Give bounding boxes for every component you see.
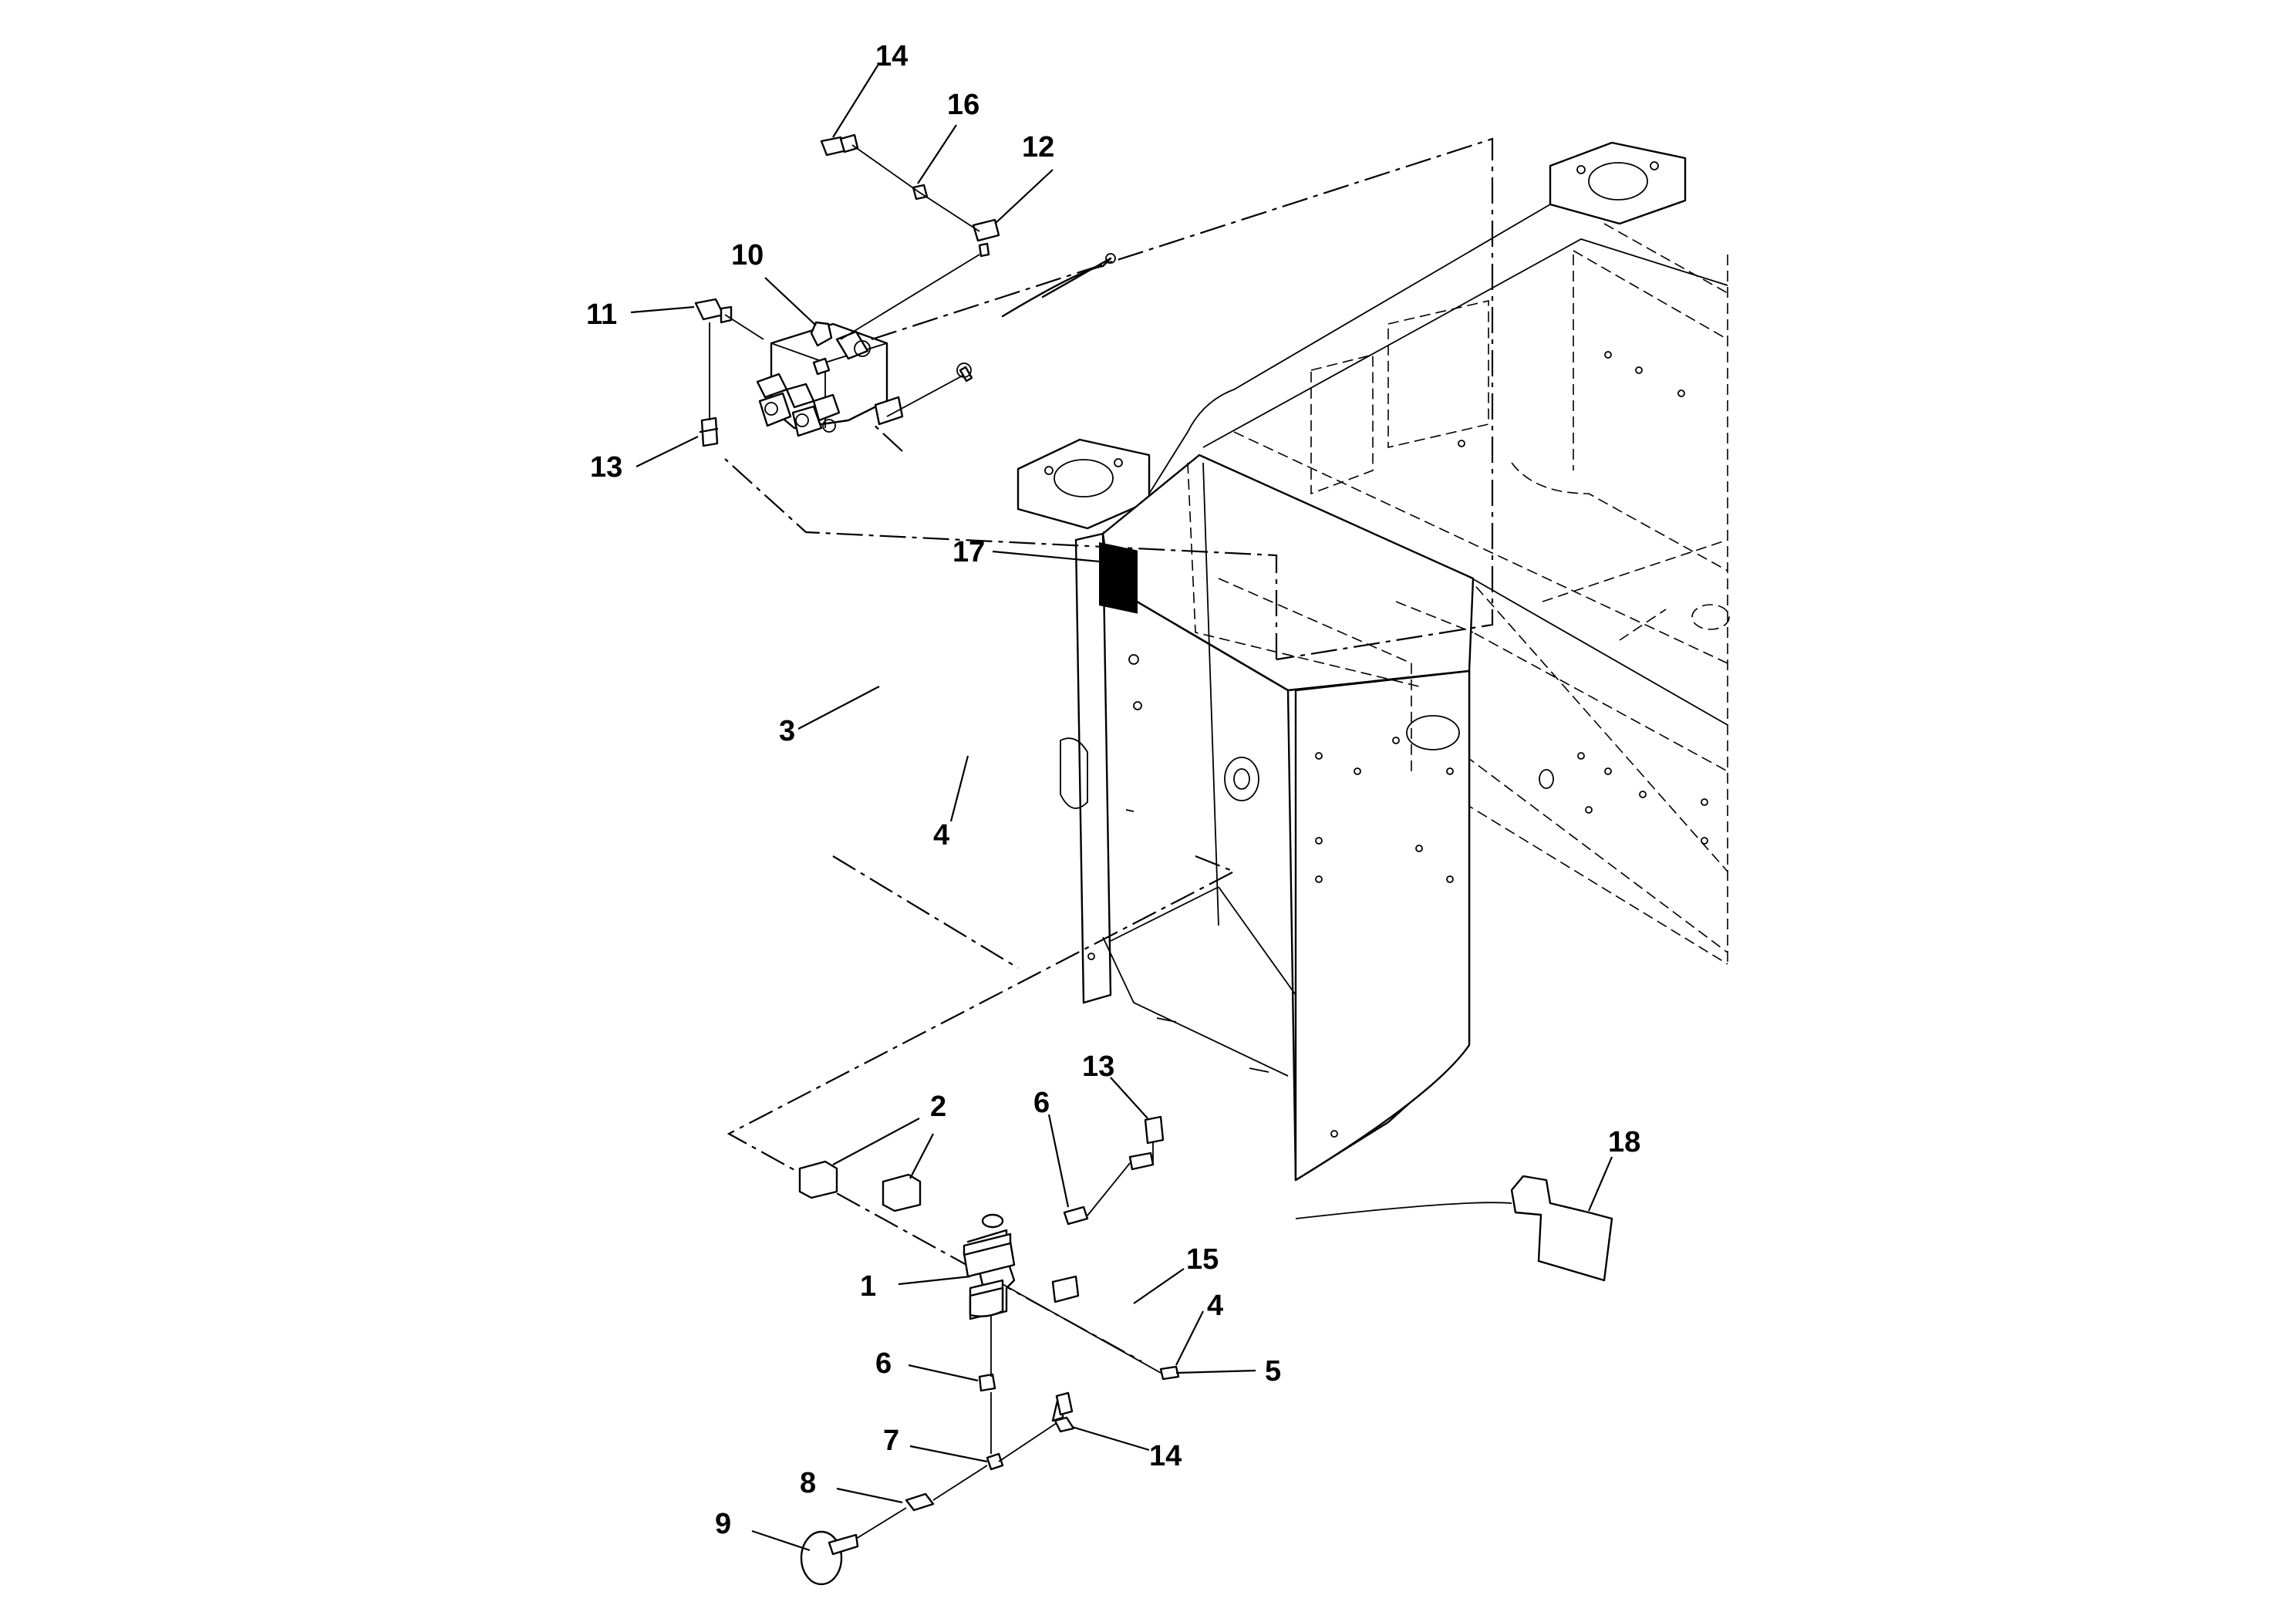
control-box-enclosure bbox=[1060, 454, 1475, 1182]
callout-8: 8 bbox=[800, 1467, 816, 1499]
callout-7: 7 bbox=[883, 1425, 899, 1457]
brackets bbox=[798, 1160, 922, 1212]
tag-part bbox=[1510, 1175, 1613, 1282]
lower-fittings bbox=[800, 1115, 1180, 1586]
callout-13-bottom: 13 bbox=[1082, 1050, 1114, 1083]
callout-3: 3 bbox=[779, 715, 795, 747]
fittings-top bbox=[694, 133, 1116, 447]
callout-9: 9 bbox=[715, 1508, 731, 1540]
callout-11: 11 bbox=[586, 298, 617, 331]
solenoid-valve-assembly bbox=[756, 322, 904, 437]
callout-15: 15 bbox=[1186, 1243, 1219, 1276]
callout-14-bottom: 14 bbox=[1149, 1440, 1182, 1472]
callout-18: 18 bbox=[1608, 1126, 1640, 1158]
callout-2: 2 bbox=[930, 1091, 946, 1123]
callout-4-bottom: 4 bbox=[1207, 1290, 1223, 1322]
callout-6-top: 6 bbox=[1033, 1087, 1050, 1119]
callout-16: 16 bbox=[947, 89, 979, 121]
callout-13-top: 13 bbox=[590, 451, 622, 484]
callout-6-bottom: 6 bbox=[875, 1347, 892, 1380]
phantom-outline-lower bbox=[727, 855, 1236, 1362]
chassis-frame bbox=[1017, 141, 1730, 965]
callout-12: 12 bbox=[1022, 131, 1054, 164]
warning-decal bbox=[1099, 541, 1138, 614]
callout-17: 17 bbox=[952, 536, 985, 568]
callout-1: 1 bbox=[860, 1270, 876, 1303]
valve-lower bbox=[963, 1213, 1016, 1320]
callout-5: 5 bbox=[1265, 1355, 1281, 1388]
callout-labels: 14 16 12 10 11 13 17 3 4 2 13 6 18 1 15 … bbox=[586, 40, 1640, 1540]
leader-lines bbox=[630, 65, 1613, 1552]
phantom-outline-upper bbox=[724, 137, 1494, 661]
callout-10: 10 bbox=[731, 239, 764, 271]
callout-14-top: 14 bbox=[875, 40, 908, 73]
callout-4-top: 4 bbox=[933, 819, 949, 851]
